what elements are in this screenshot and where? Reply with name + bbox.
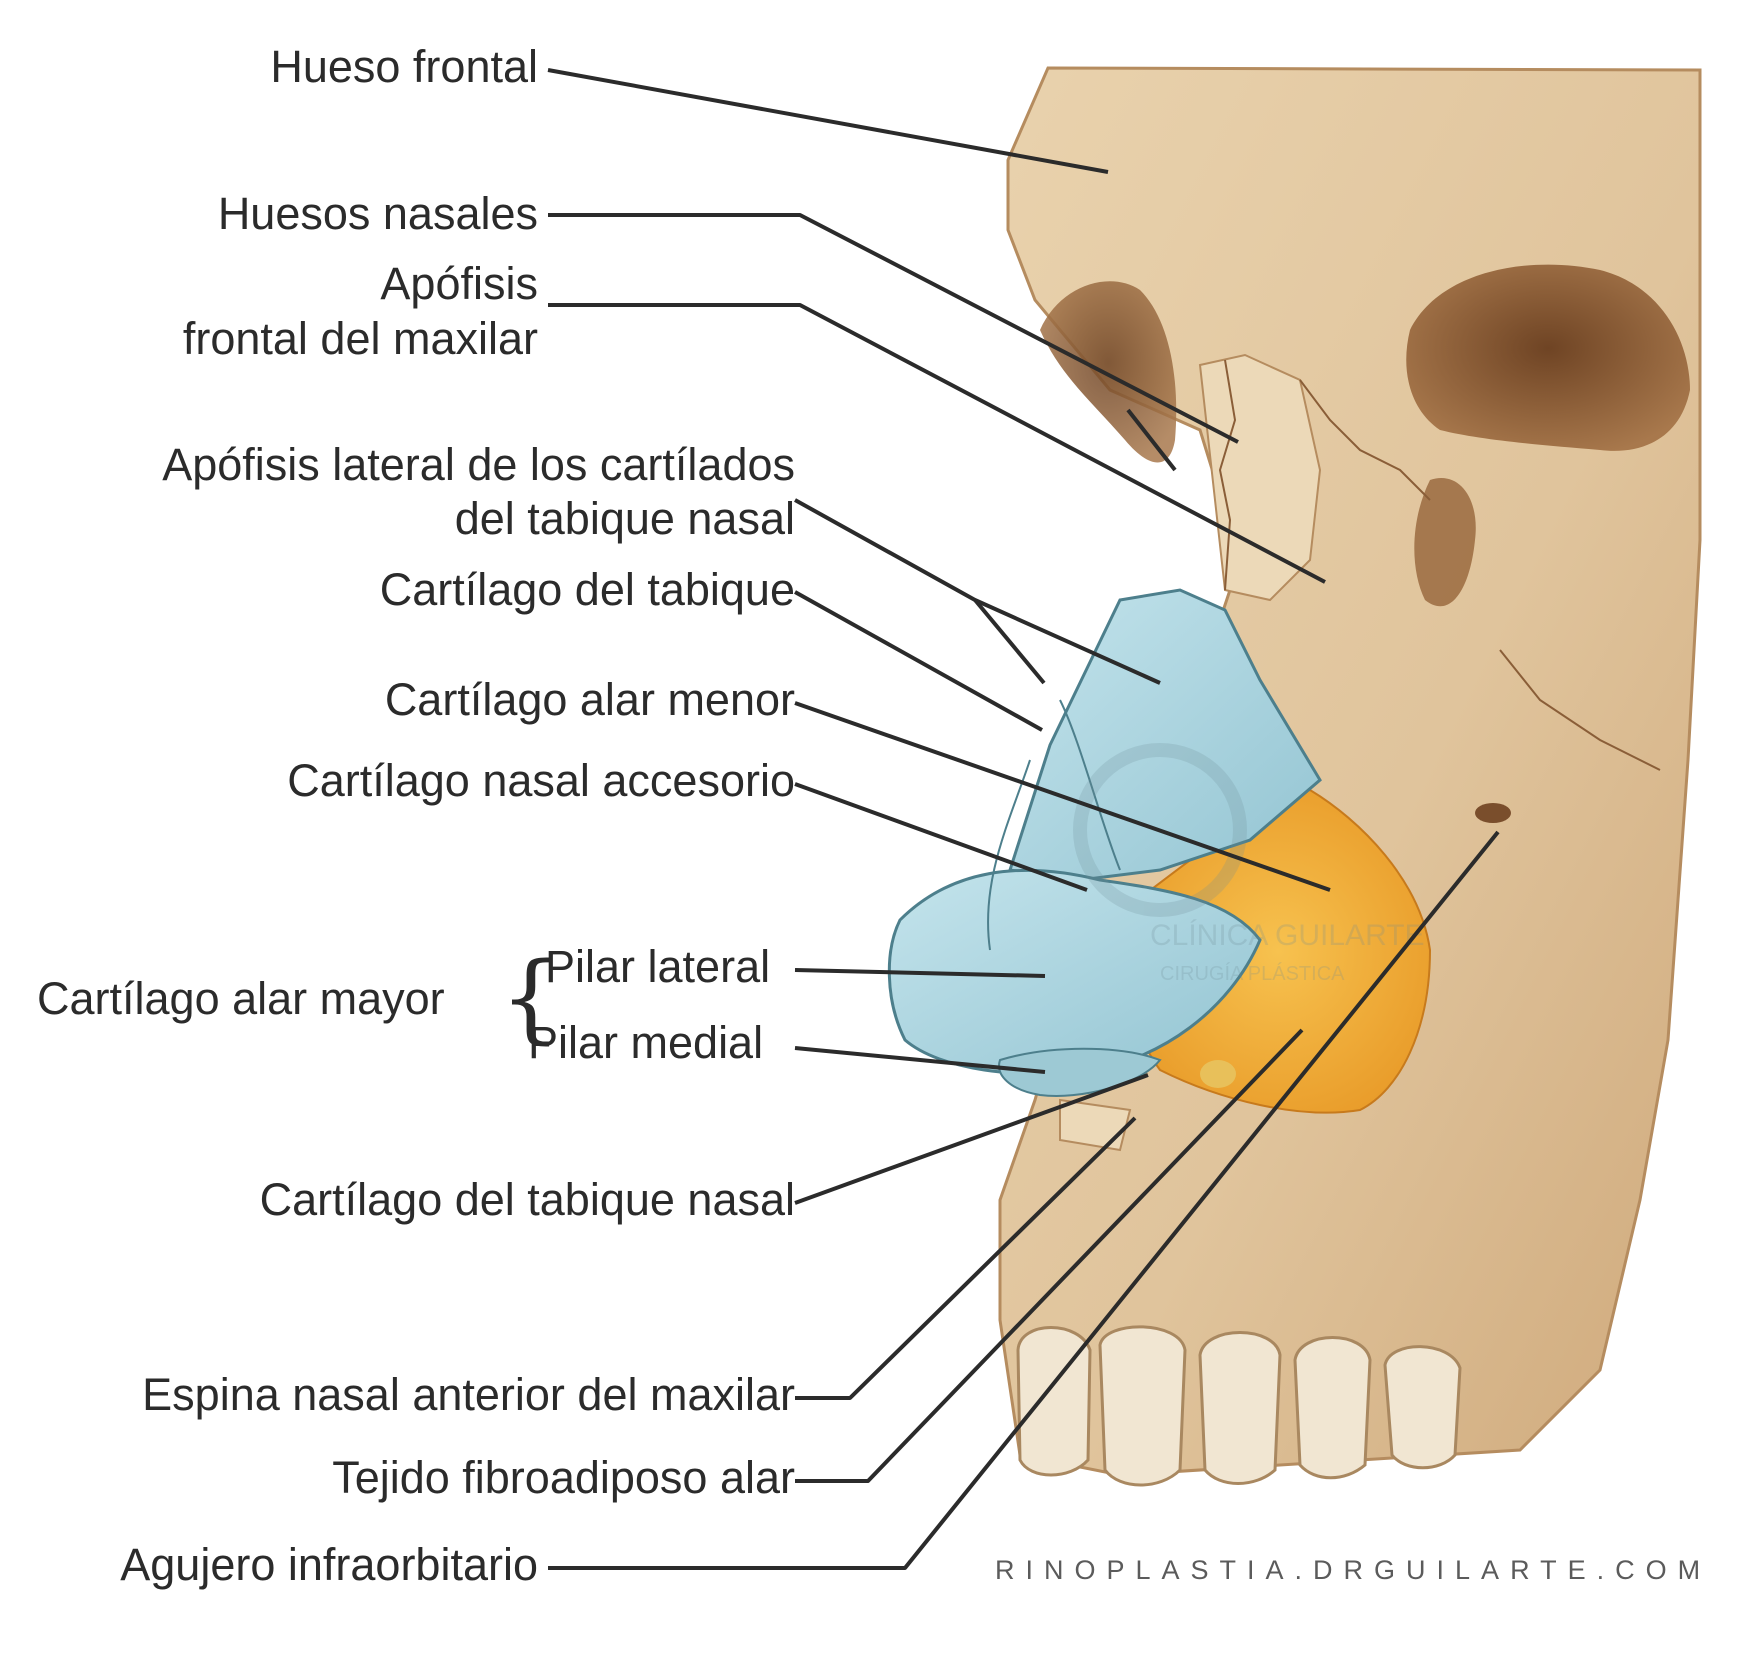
logo-text-2: CIRUGÍA PLÁSTICA [1160,962,1345,985]
leader-lines [547,68,1500,1570]
leader-tabique-nasal [794,1073,1149,1205]
leader-huesos-nasales [548,213,1239,444]
leader-hueso-frontal [547,68,1109,174]
label-cartilago-nasal-accesorio: Cartílago nasal accesorio [287,755,795,806]
nasal-bones [1198,353,1322,602]
label-tejido-fibroadiposo: Tejido fibroadiposo alar [332,1452,795,1503]
label-cartilago-tabique: Cartílago del tabique [379,564,795,615]
leader-alar-menor [794,701,1331,892]
label-apofisis-lateral-l2: del tabique nasal [454,493,795,544]
label-agujero-infraorbitario: Agujero infraorbitario [120,1539,538,1590]
label-cartilago-alar-menor: Cartílago alar menor [384,674,795,725]
label-apofisis-frontal-l1: Apófisis [380,258,538,309]
label-pilar-medial: Pilar medial [528,1017,764,1068]
lateral-crus [887,868,1262,1076]
leader-pilar-medial [794,1046,1046,1074]
leader-espina-nasal [795,1116,1137,1400]
leader-agujero [548,830,1500,1570]
label-hueso-frontal: Hueso frontal [270,41,538,92]
left-orbit [1040,281,1177,463]
leader-cartilago-tabique [794,590,1043,732]
website-watermark: RINOPLASTIA.DRGUILARTE.COM [995,1555,1712,1585]
brace-symbol: { [500,942,562,1054]
leader-nasales-branch [1126,408,1177,472]
leader-pilar-lateral [794,968,1046,978]
logo-text-1: CLÍNICA GUILARTE [1150,919,1425,952]
label-espina-nasal: Espina nasal anterior del maxilar [142,1369,795,1420]
label-apofisis-frontal-l2: frontal del maxilar [182,313,538,364]
label-cartilago-tabique-nasal: Cartílago del tabique nasal [259,1174,795,1225]
label-cartilago-alar-mayor: Cartílago alar mayor [37,973,445,1024]
teeth [1016,1325,1462,1487]
logo-watermark: CLÍNICA GUILARTE CIRUGÍA PLÁSTICA [1073,743,1425,985]
leader-apofisis-lateral-branch [973,598,1046,685]
infraorbital-foramen [1475,803,1511,823]
label-huesos-nasales: Huesos nasales [217,188,538,239]
leader-tejido [795,1028,1304,1483]
label-pilar-lateral: Pilar lateral [545,941,771,992]
right-orbit [1406,264,1690,451]
label-apofisis-lateral-l1: Apófisis lateral de los cartílados [162,439,795,490]
leader-nasal-accesorio [794,782,1088,892]
leader-apofisis-frontal [548,303,1326,584]
